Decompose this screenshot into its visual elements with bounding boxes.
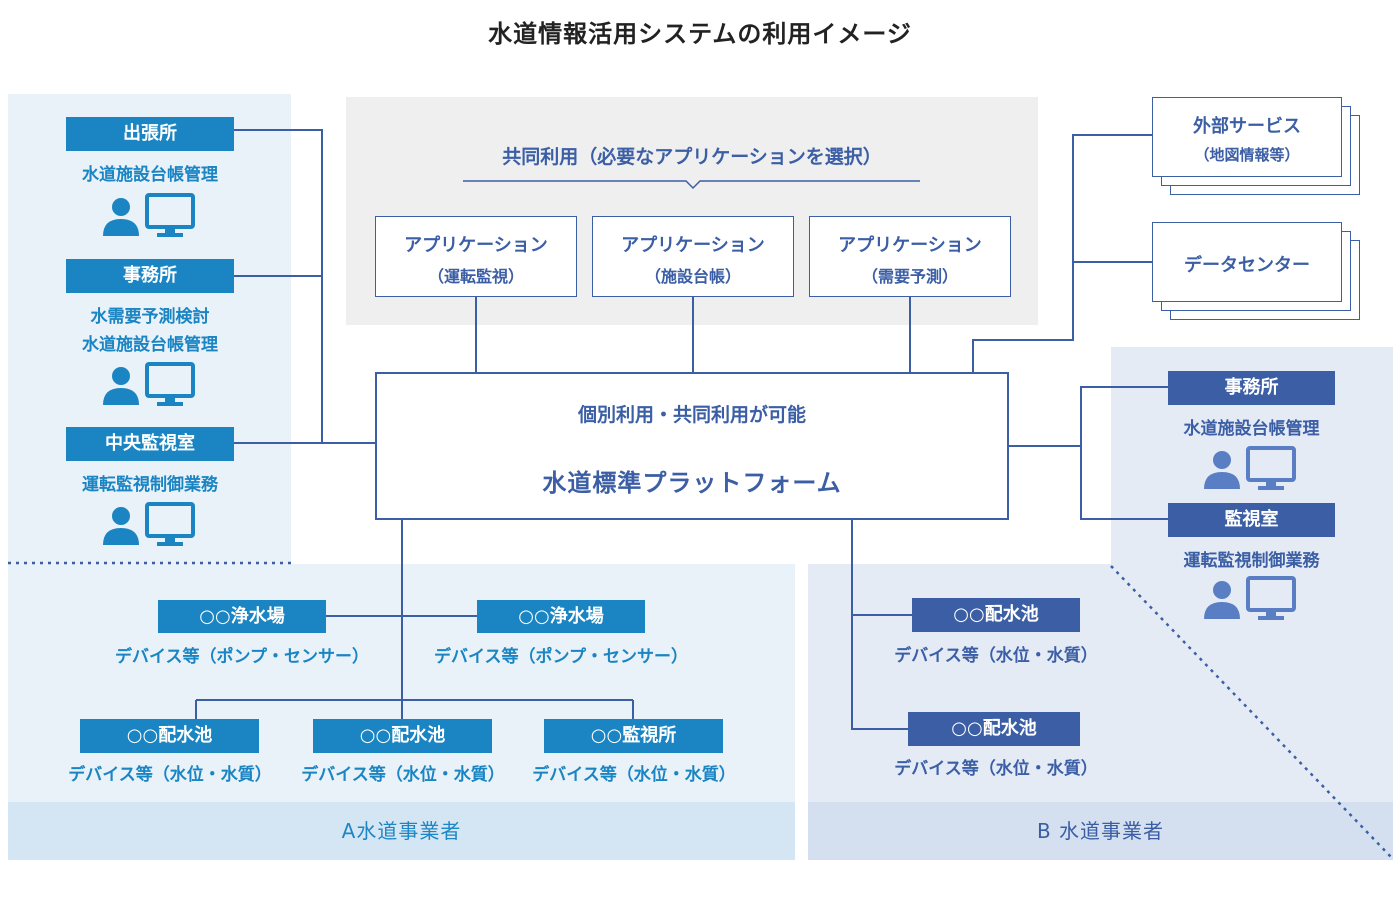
shared-use-heading: 共同利用（必要なアプリケーションを選択） xyxy=(502,146,882,168)
application-sub: （施設台帳） xyxy=(644,267,741,286)
connector-line xyxy=(1009,386,1168,447)
application-box: アプリケーション （施設台帳） xyxy=(592,216,794,297)
facility-label: ○○配水池 xyxy=(912,598,1080,632)
person-icon xyxy=(103,507,139,545)
operator-b-label: B 水道事業者 xyxy=(808,802,1393,860)
office-task: 水需要予測検討 xyxy=(90,307,210,327)
office-task: 水道施設台帳管理 xyxy=(82,165,218,185)
office-task: 水道施設台帳管理 xyxy=(82,335,218,355)
heading-underline xyxy=(463,180,920,190)
connector-line xyxy=(1080,446,1168,520)
diagram-title: 水道情報活用システムの利用イメージ xyxy=(488,20,912,48)
connector-line xyxy=(233,129,375,444)
office-task: 運転監視制御業務 xyxy=(1183,551,1320,571)
external-service-box: 外部サービス （地図情報等） xyxy=(1152,97,1342,177)
facility-device: デバイス等（ポンプ・センサー） xyxy=(434,647,688,667)
application-box: アプリケーション （運転監視） xyxy=(375,216,577,297)
connector-line xyxy=(851,520,908,730)
data-center-box: データセンター xyxy=(1152,222,1342,302)
monitor-icon xyxy=(145,362,195,406)
application-sub: （運転監視） xyxy=(427,267,524,286)
person-icon xyxy=(1204,581,1240,619)
application-box: アプリケーション （需要予測） xyxy=(809,216,1011,297)
data-center-name: データセンター xyxy=(1184,255,1310,276)
application-name: アプリケーション xyxy=(404,235,548,256)
monitor-icon xyxy=(1246,446,1296,490)
facility-label: ○○配水池 xyxy=(313,719,492,753)
platform-subtitle: 個別利用・共同利用が可能 xyxy=(577,404,806,426)
office-label-main: 事務所 xyxy=(1168,371,1335,405)
monitor-icon xyxy=(145,502,195,546)
platform-name: 水道標準プラットフォーム xyxy=(542,469,842,497)
facility-label: ○○浄水場 xyxy=(477,600,645,633)
facility-device: デバイス等（ポンプ・センサー） xyxy=(115,647,369,667)
person-icon xyxy=(1204,451,1240,489)
person-icon xyxy=(103,367,139,405)
operator-a-label: A水道事業者 xyxy=(8,802,795,860)
office-task: 運転監視制御業務 xyxy=(82,475,218,495)
facility-device: デバイス等（水位・水質） xyxy=(532,765,736,785)
dotted-boundary xyxy=(1110,565,1393,859)
external-service-sub: （地図情報等） xyxy=(1194,146,1300,164)
office-label-monitoring-room: 監視室 xyxy=(1168,503,1335,537)
facility-label: ○○配水池 xyxy=(908,712,1080,746)
office-task: 水道施設台帳管理 xyxy=(1183,419,1320,439)
application-name: アプリケーション xyxy=(838,235,982,256)
facility-label: ○○配水池 xyxy=(80,719,259,753)
office-label-main: 事務所 xyxy=(66,259,234,293)
facility-device: デバイス等（水位・水質） xyxy=(894,759,1098,779)
left-office-region xyxy=(8,94,291,564)
office-label-control-room: 中央監視室 xyxy=(66,427,234,461)
facility-label: ○○浄水場 xyxy=(158,600,326,633)
application-sub: （需要予測） xyxy=(861,267,958,286)
application-name: アプリケーション xyxy=(621,235,765,256)
facility-device: デバイス等（水位・水質） xyxy=(301,765,505,785)
platform-box: 個別利用・共同利用が可能 水道標準プラットフォーム xyxy=(375,372,1009,520)
monitor-icon xyxy=(1246,576,1296,620)
facility-label: ○○監視所 xyxy=(544,719,723,753)
external-service-name: 外部サービス xyxy=(1193,116,1301,137)
office-label-branch: 出張所 xyxy=(66,117,234,151)
monitor-icon xyxy=(145,193,195,237)
facility-device: デバイス等（水位・水質） xyxy=(894,646,1098,666)
person-icon xyxy=(103,198,139,236)
facility-device: デバイス等（水位・水質） xyxy=(68,765,272,785)
connector-line xyxy=(972,134,1152,372)
